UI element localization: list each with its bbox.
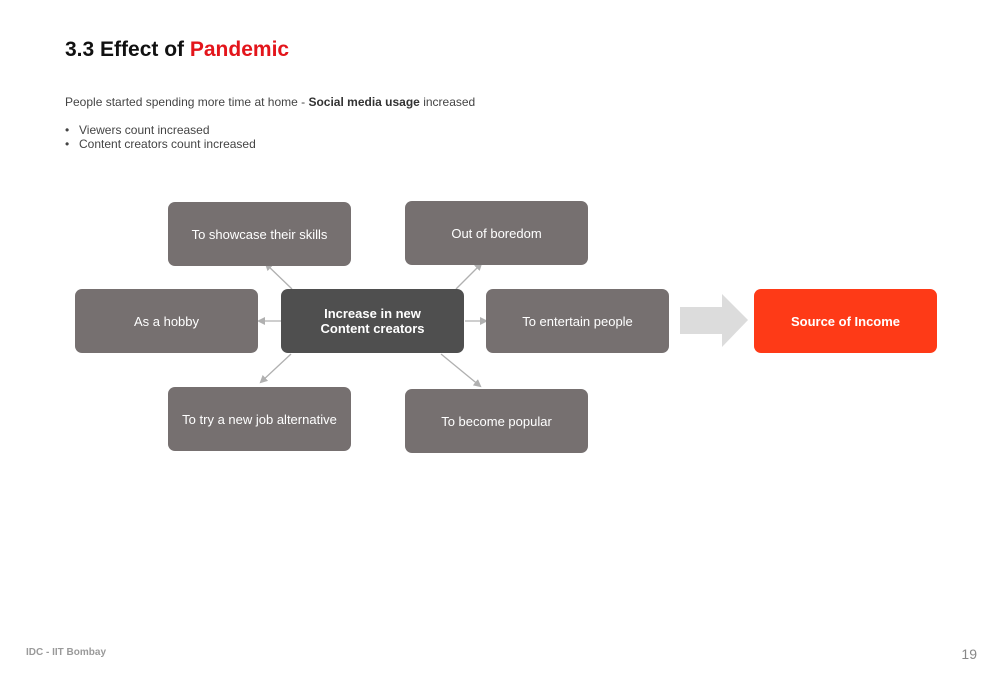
intro-bold: Social media usage bbox=[308, 95, 420, 109]
connector-job bbox=[259, 353, 292, 384]
big-arrow bbox=[680, 294, 748, 347]
intro-after: increased bbox=[419, 95, 476, 109]
title-accent: Pandemic bbox=[189, 38, 290, 61]
title-prefix: 3.3 Effect of bbox=[65, 38, 190, 61]
connector-boredom bbox=[455, 262, 483, 290]
footer-org: IDC - IIT Bombay bbox=[26, 647, 107, 658]
node-become-popular: To become popular bbox=[405, 389, 588, 453]
node-center-content-creators: Increase in new Content creators bbox=[281, 289, 464, 353]
page-number: 19 bbox=[961, 646, 977, 662]
bullet-viewers: Viewers count increased bbox=[65, 123, 256, 137]
node-out-of-boredom: Out of boredom bbox=[405, 201, 588, 265]
node-as-a-hobby: As a hobby bbox=[75, 289, 258, 353]
connector-popular bbox=[440, 353, 482, 388]
node-showcase-skills: To showcase their skills bbox=[168, 202, 351, 266]
bullet-list: Viewers count increased Content creators… bbox=[65, 123, 256, 151]
intro-before: People started spending more time at hom… bbox=[65, 95, 309, 109]
node-entertain-people: To entertain people bbox=[486, 289, 669, 353]
connector-showcase bbox=[264, 262, 293, 290]
bullet-creators: Content creators count increased bbox=[65, 137, 256, 151]
slide-title: 3.3 Effect of Pandemic bbox=[65, 38, 289, 62]
node-job-alternative: To try a new job alternative bbox=[168, 387, 351, 451]
node-source-of-income: Source of Income bbox=[754, 289, 937, 353]
intro-text: People started spending more time at hom… bbox=[65, 95, 475, 109]
